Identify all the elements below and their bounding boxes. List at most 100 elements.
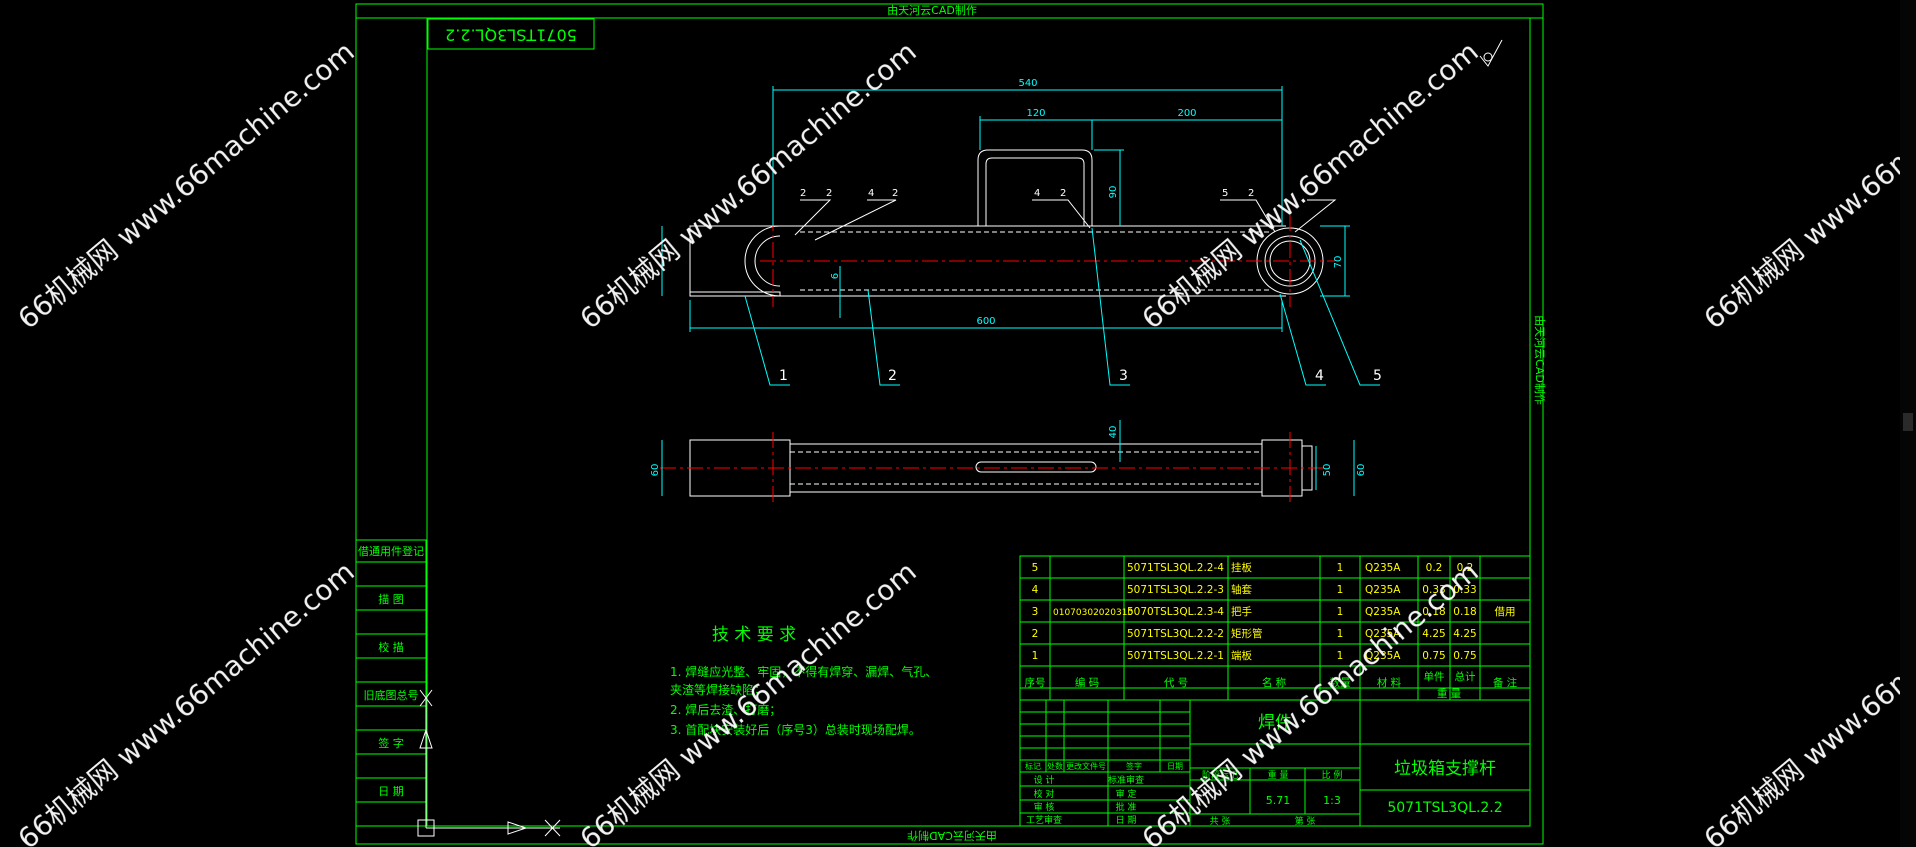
bom-cell: 0.33 <box>1422 584 1445 596</box>
left-panel-label: 签 字 <box>378 736 404 750</box>
left-panel-label: 日 期 <box>378 785 404 798</box>
title-block-text: 焊件 垃圾箱支撑杆 5071TSL3QL.2.2 重 量 比 例 阶段标记 5.… <box>1025 713 1503 827</box>
bom-cell: 1 <box>1032 650 1039 662</box>
part-type: 焊件 <box>1258 713 1292 733</box>
bom-row: 4 5071TSL3QL.2.2-3 轴套 1 Q235A 0.33 0.33 <box>1032 583 1477 596</box>
bom-header-cell: 单件 <box>1424 671 1445 683</box>
tech-line: 夹渣等焊接缺陷； <box>670 682 766 697</box>
bom-cell: 端板 <box>1231 649 1253 662</box>
dim-60-left: 60 <box>650 464 661 477</box>
weld-label: 2 <box>1248 188 1254 199</box>
weld-label: 2 <box>892 188 898 199</box>
dim-70: 70 <box>1333 256 1344 269</box>
bom-cell: 5 <box>1032 562 1039 574</box>
bom-cell: 1 <box>1337 606 1344 618</box>
tech-line: 1. 焊缝应光整、牢固，不得有焊穿、漏焊、气孔、 <box>670 664 937 679</box>
ucs-icon <box>417 689 561 837</box>
bom-cell: 3 <box>1032 606 1039 618</box>
bom-header-cell: 名 称 <box>1262 676 1287 689</box>
bom-cell: Q235A <box>1365 606 1401 618</box>
bom-table-frame <box>1019 555 1531 701</box>
bom-cell: 01070302020310 <box>1053 608 1133 618</box>
bom-cell: 5070TSL3QL.2.3-4 <box>1127 606 1224 618</box>
left-panel-label: 校 描 <box>378 640 404 654</box>
scroll-thumb[interactable] <box>1903 413 1913 431</box>
part-name: 垃圾箱支撑杆 <box>1394 759 1496 779</box>
bom-cell: 把手 <box>1231 605 1252 618</box>
dim-6: 6 <box>830 273 841 279</box>
bom-header-cell: 序号 <box>1025 676 1046 689</box>
bom-cell: 4.25 <box>1453 628 1476 640</box>
dim-600: 600 <box>976 316 995 327</box>
bom-cell: 1 <box>1337 562 1344 574</box>
bom-cell: 0.18 <box>1453 606 1476 618</box>
frame-caption-top: 由天河云CAD制作 <box>887 3 977 17</box>
bom-cell: 1 <box>1337 584 1344 596</box>
dim-200: 200 <box>1177 108 1196 119</box>
bom-cell: 5071TSL3QL.2.2-1 <box>1127 650 1224 662</box>
bom-cell: 0.18 <box>1422 606 1445 618</box>
balloon-leaders <box>744 227 1380 386</box>
bom-cell: 0.2 <box>1426 562 1443 574</box>
scale-label: 比 例 <box>1322 769 1343 781</box>
bom-cell: Q235A <box>1365 628 1401 640</box>
frame-caption-bottom: 由天河云CAD制作 <box>907 829 997 843</box>
balloon-numbers: 1 2 3 4 5 <box>779 368 1382 384</box>
sign-label-left: 设 计 <box>1034 774 1055 786</box>
bom-header-cell: 代 号 <box>1164 677 1188 689</box>
bom-header-cell: 材 料 <box>1377 676 1402 689</box>
left-panel-labels: 借通用件登记 描 图 校 描 旧底图总号 签 字 日 期 <box>358 544 424 798</box>
bom-cell: 轴套 <box>1231 583 1253 596</box>
bom-header: 序号 编 码 代 号 名 称 数量 材 料 单件 总计 备 注 重 量 <box>1025 670 1518 700</box>
sign-label-left: 工艺审查 <box>1026 814 1062 826</box>
bom-cell: 0.33 <box>1453 584 1476 596</box>
weld-labels: 2 2 4 2 4 2 5 2 <box>800 188 1254 199</box>
balloon-4: 4 <box>1315 368 1324 384</box>
front-dimension-text: 540 120 200 600 90 70 6 <box>830 78 1344 327</box>
bom-cell: 4 <box>1032 584 1039 596</box>
sign-label-left: 校 对 <box>1034 788 1055 800</box>
rev-label: 签字 <box>1126 761 1142 771</box>
bom-header-cell: 数量 <box>1330 676 1352 689</box>
balloon-3: 3 <box>1119 368 1128 384</box>
bom-cell: 借用 <box>1495 606 1516 618</box>
bom-row: 1 5071TSL3QL.2.2-1 端板 1 Q235A 0.75 0.75 <box>1032 649 1477 662</box>
bom-cell: 1 <box>1337 628 1344 640</box>
bom-cell: 1 <box>1337 650 1344 662</box>
bom-header-cell: 备 注 <box>1493 676 1518 689</box>
bom-cell: 5071TSL3QL.2.2-2 <box>1127 628 1224 640</box>
tech-line: 2. 焊后去渣、打磨； <box>670 702 781 717</box>
top-dimensions <box>661 420 1355 496</box>
bom-cell: 0.75 <box>1453 650 1476 662</box>
sheet-of: 第 张 <box>1295 815 1316 827</box>
rev-label: 标记 <box>1025 761 1041 771</box>
bom-cell: 挂板 <box>1231 561 1253 574</box>
bom-cell: 4.25 <box>1422 628 1445 640</box>
drawing-frame <box>355 3 1544 845</box>
bom-cell: 0.2 <box>1457 562 1474 574</box>
left-panel-label: 借通用件登记 <box>358 544 424 558</box>
dim-40: 40 <box>1108 426 1119 439</box>
vertical-scrollbar[interactable] <box>1900 0 1916 847</box>
tech-line: 3. 首配块安装好后（序号3）总装时现场配焊。 <box>670 722 921 737</box>
bom-header-cell: 编 码 <box>1075 676 1099 689</box>
roughness-symbol <box>1479 39 1503 67</box>
bom-header-cell: 总计 <box>1455 670 1477 683</box>
weight-value: 5.71 <box>1266 794 1291 807</box>
sign-label-mid: 批 准 <box>1116 801 1137 813</box>
weld-label: 2 <box>800 188 806 199</box>
top-dimension-text: 60 60 50 40 <box>650 426 1367 477</box>
dim-540: 540 <box>1018 78 1037 89</box>
weld-label: 2 <box>826 188 832 199</box>
sign-label-mid: 审 定 <box>1116 788 1137 800</box>
bom-cell: Q235A <box>1365 650 1401 662</box>
dim-90: 90 <box>1108 186 1119 199</box>
left-panel-label: 旧底图总号 <box>364 688 419 702</box>
stage-label: 阶段标记 <box>1202 769 1238 781</box>
dim-120: 120 <box>1026 108 1045 119</box>
bom-row: 3 01070302020310 5070TSL3QL.2.3-4 把手 1 Q… <box>1032 605 1516 618</box>
bom-row: 2 5071TSL3QL.2.2-2 矩形管 1 Q235A 4.25 4.25 <box>1032 627 1477 640</box>
bom-header-sub: 重 量 <box>1437 687 1462 700</box>
rev-label: 处数 <box>1047 761 1063 771</box>
